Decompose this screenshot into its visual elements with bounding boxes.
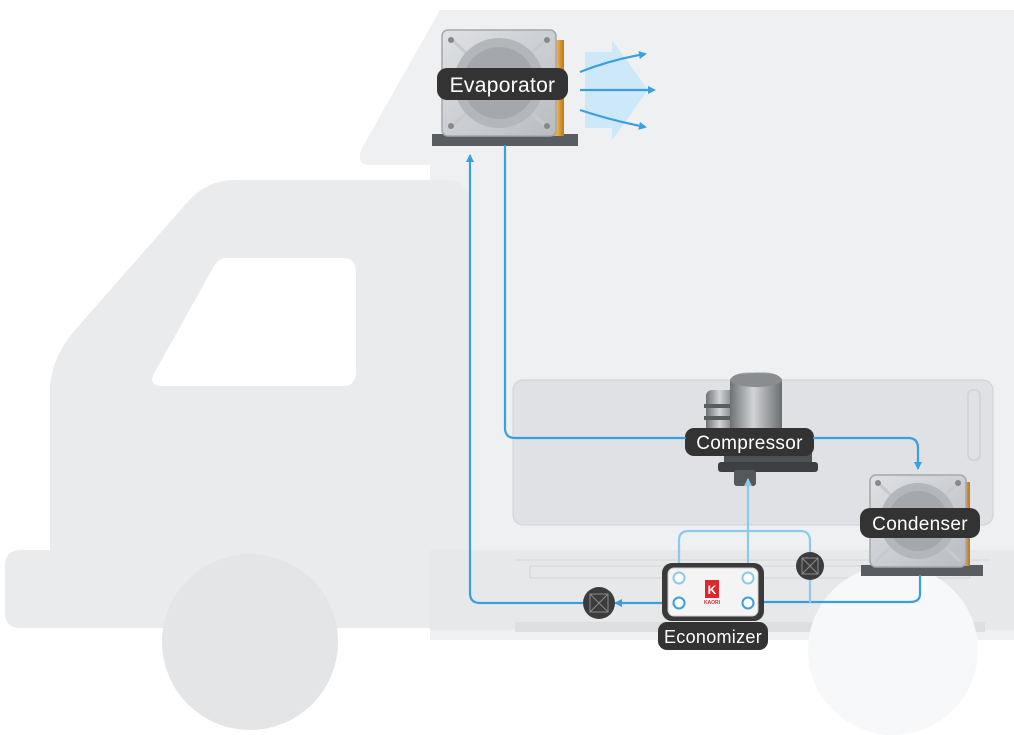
economizer-heat-exchanger-icon: K KAORI (662, 563, 764, 621)
pipe-valve-to-evaporator (466, 154, 584, 605)
expansion-valve-main-icon (583, 587, 615, 619)
pipe-condenser-to-economizer (750, 574, 922, 606)
compressor-label: Compressor (696, 433, 803, 454)
compressor-label-bg (685, 428, 814, 456)
reefer-vent (967, 389, 981, 461)
evaporator-unit: Evaporator (432, 29, 578, 146)
condenser-unit: Condenser (860, 474, 983, 576)
kaori-logo-name: KAORI (704, 600, 721, 606)
economizer-label: Economizer (664, 627, 762, 647)
condenser-label: Condenser (872, 514, 968, 535)
kaori-logo-mark: K (708, 583, 717, 597)
economizer-label-bg (658, 622, 768, 650)
expansion-valve-economizer-icon (796, 552, 824, 580)
condenser-label-bg (860, 508, 980, 538)
rear-wheel (808, 565, 978, 735)
refrigerant-piping (466, 144, 922, 607)
evaporator-label-bg (437, 68, 568, 100)
evaporator-label: Evaporator (450, 74, 556, 97)
pipe-compressor-to-condenser (812, 436, 922, 470)
kaori-logo-icon: K KAORI (704, 580, 721, 606)
pipe-economizer-loop (677, 529, 812, 604)
truck-window (152, 258, 356, 386)
front-wheel (162, 554, 338, 730)
airflow-arrows-icon (579, 40, 656, 140)
airflow-line-top (579, 51, 647, 74)
pipe-evaporator-to-compressor (503, 144, 687, 440)
airflow-line-bottom (579, 108, 647, 130)
